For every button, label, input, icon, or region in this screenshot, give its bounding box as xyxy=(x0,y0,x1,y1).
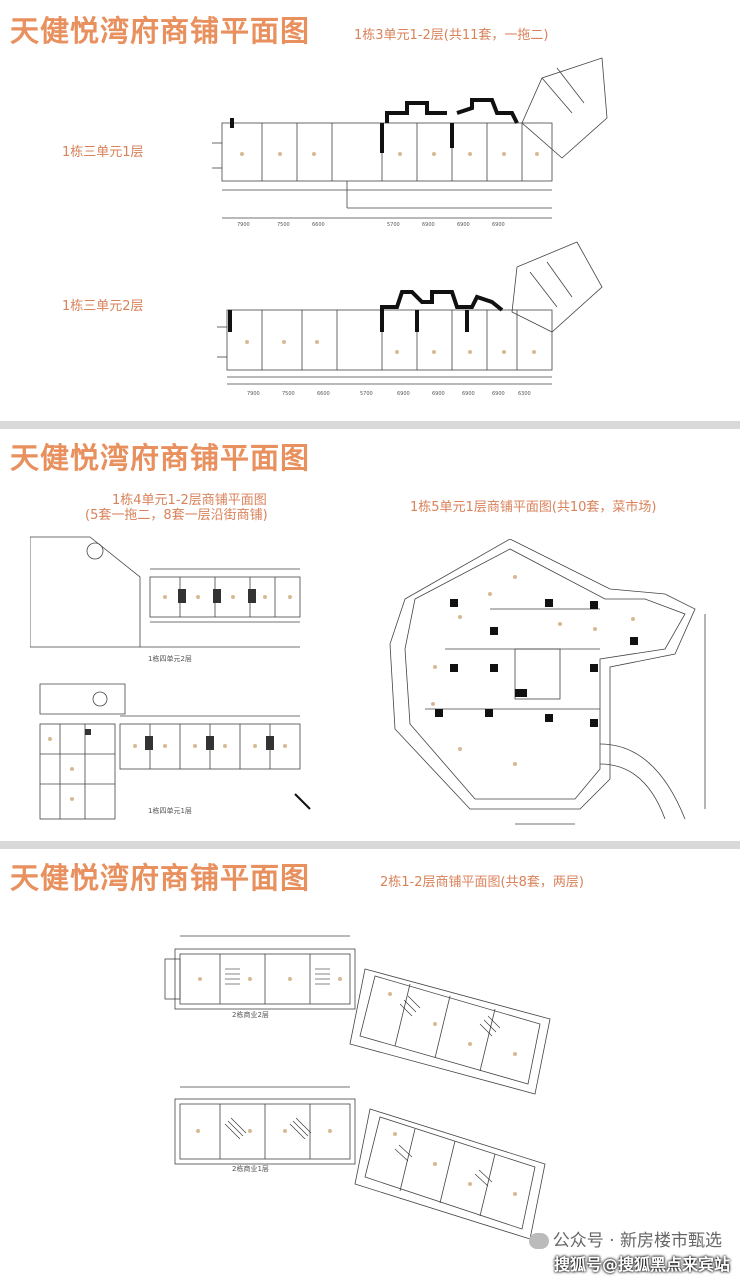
unit4-floor1-caption: 1栋四单元1层 xyxy=(148,807,192,815)
svg-text:6900: 6900 xyxy=(462,391,475,397)
floor1-label: 1栋三单元1层 xyxy=(62,145,144,160)
panel-building2: 天健悦湾府商铺平面图 2栋1-2层商铺平面图(共8套，两层) 2栋 xyxy=(0,849,740,1281)
svg-text:5700: 5700 xyxy=(387,222,400,228)
panel-title: 天健悦湾府商铺平面图 xyxy=(10,861,311,895)
right-subtitle: 1栋5单元1层商铺平面图(共10套，菜市场) xyxy=(410,500,657,515)
svg-text:6900: 6900 xyxy=(422,222,435,228)
svg-text:6900: 6900 xyxy=(457,222,470,228)
left-subtitle-line2: (5套一拖二，8套一层沿街商铺) xyxy=(85,508,268,523)
svg-text:7900: 7900 xyxy=(237,222,250,228)
unit4-floor1-plan xyxy=(30,674,320,824)
panel-title: 天健悦湾府商铺平面图 xyxy=(10,441,311,475)
panel-subtitle: 1栋3单元1-2层(共11套，一拖二) xyxy=(354,28,549,43)
svg-text:7500: 7500 xyxy=(282,391,295,397)
building2-floor1-caption-text: 2栋商业1层 xyxy=(232,1165,269,1173)
svg-text:6900: 6900 xyxy=(397,391,410,397)
building2-floor2-plan xyxy=(150,924,560,1104)
svg-text:6900: 6900 xyxy=(492,391,505,397)
watermark-line1: 公众号 · 新房楼市甄选 xyxy=(528,1226,722,1251)
floor1-plan: 7900 7500 6600 5700 6900 6900 6900 xyxy=(212,48,622,233)
building2-floor2-caption: 2栋商业2层 xyxy=(232,1011,269,1019)
unit4-floor2-plan xyxy=(30,527,330,657)
separator xyxy=(0,841,740,849)
svg-text:6300: 6300 xyxy=(518,391,531,397)
unit5-floor1-plan xyxy=(365,539,725,834)
unit4-floor2-caption: 1栋四单元2层 xyxy=(148,655,192,663)
panel-building1-unit3: 天健悦湾府商铺平面图 1栋3单元1-2层(共11套，一拖二) 1栋三单元1层 1… xyxy=(0,0,740,420)
building2-floor1-plan xyxy=(170,1079,560,1259)
svg-text:7900: 7900 xyxy=(247,391,260,397)
svg-text:5700: 5700 xyxy=(360,391,373,397)
floor2-label: 1栋三单元2层 xyxy=(62,299,144,314)
panel-title: 天健悦湾府商铺平面图 xyxy=(10,14,311,48)
separator xyxy=(0,421,740,429)
svg-text:6600: 6600 xyxy=(312,222,325,228)
watermark-line1-text: 公众号 · 新房楼市甄选 xyxy=(552,1231,722,1251)
svg-text:6900: 6900 xyxy=(432,391,445,397)
wechat-icon xyxy=(528,1233,549,1249)
svg-text:6900: 6900 xyxy=(492,222,505,228)
left-subtitle-line1: 1栋4单元1-2层商铺平面图 xyxy=(112,493,267,508)
panel-subtitle: 2栋1-2层商铺平面图(共8套，两层) xyxy=(380,875,584,890)
svg-text:6600: 6600 xyxy=(317,391,330,397)
watermark-line2: 搜狐号@搜狐黑点来宾站 xyxy=(553,1255,730,1274)
svg-text:7500: 7500 xyxy=(277,222,290,228)
panel-building1-unit4-unit5: 天健悦湾府商铺平面图 1栋4单元1-2层商铺平面图 (5套一拖二，8套一层沿街商… xyxy=(0,429,740,840)
floor2-plan: 7900 7500 6600 5700 6900 6900 6900 6900 6300 xyxy=(212,232,622,407)
